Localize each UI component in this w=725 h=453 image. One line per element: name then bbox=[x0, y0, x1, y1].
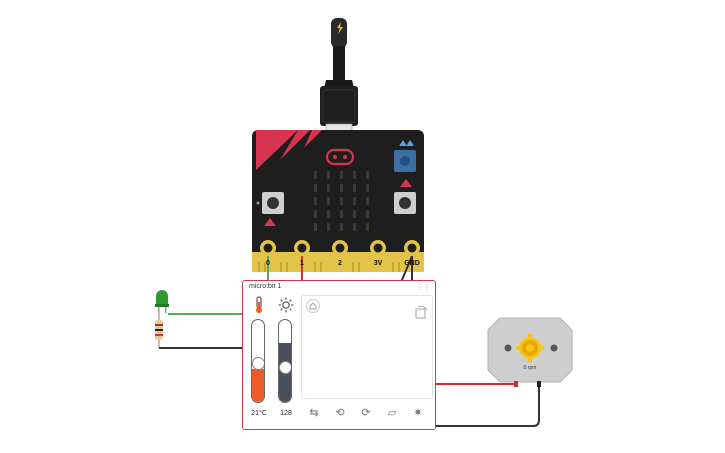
resistor[interactable] bbox=[155, 313, 163, 348]
button-a[interactable] bbox=[256, 192, 285, 226]
light-thumb[interactable] bbox=[279, 361, 291, 374]
green-led[interactable] bbox=[155, 290, 169, 313]
accelerometer-area[interactable] bbox=[301, 295, 433, 399]
temperature-thumb[interactable] bbox=[252, 357, 264, 370]
pin-2[interactable] bbox=[332, 240, 348, 256]
button-a-marker bbox=[264, 218, 276, 226]
light-slider[interactable] bbox=[278, 319, 292, 403]
reset-button[interactable] bbox=[394, 140, 416, 172]
temperature-slider[interactable] bbox=[251, 319, 265, 403]
simulator-panel[interactable]: micro:bit 1 ⋮⋮ 21°C 128 bbox=[242, 280, 436, 430]
temperature-fill bbox=[252, 369, 264, 402]
pin-3v[interactable] bbox=[370, 240, 386, 256]
drag-handle-icon[interactable]: ⋮⋮ bbox=[416, 283, 431, 292]
shake-gesture-icon[interactable]: ⇆ bbox=[309, 407, 319, 419]
dc-motor[interactable] bbox=[487, 317, 573, 387]
pin-label-0: 0 bbox=[266, 260, 270, 267]
button-b[interactable] bbox=[394, 179, 416, 214]
temperature-value: 21°C bbox=[251, 410, 267, 417]
pin-label-2: 2 bbox=[338, 260, 342, 267]
button-b-marker bbox=[400, 179, 412, 187]
rotate-icon[interactable] bbox=[412, 304, 430, 322]
tilt-left-icon[interactable]: ⟲ bbox=[335, 407, 345, 419]
thermometer-icon bbox=[256, 296, 262, 313]
pin-label-1: 1 bbox=[300, 260, 304, 267]
simulator-title: micro:bit 1 bbox=[249, 283, 282, 290]
pin-1[interactable] bbox=[294, 240, 310, 256]
pin-label-3v: 3V bbox=[373, 260, 383, 267]
sun-icon bbox=[278, 297, 294, 313]
face-up-icon[interactable]: ▱ bbox=[387, 407, 397, 419]
pin-0[interactable] bbox=[260, 240, 276, 256]
touch-logo[interactable] bbox=[325, 148, 355, 166]
led-matrix bbox=[314, 171, 369, 231]
edge-connector bbox=[252, 252, 424, 272]
motor-rpm-label: 0 rpm bbox=[523, 365, 537, 371]
light-value: 128 bbox=[280, 410, 292, 417]
lightning-icon bbox=[337, 22, 343, 34]
gear-icon bbox=[516, 334, 544, 362]
free-fall-icon[interactable]: ✷ bbox=[413, 407, 423, 419]
home-icon[interactable] bbox=[306, 299, 320, 313]
pin-gnd[interactable] bbox=[404, 240, 420, 256]
tilt-right-icon[interactable]: ⟳ bbox=[361, 407, 371, 419]
usb-cable bbox=[320, 18, 358, 135]
microbit-board[interactable] bbox=[252, 130, 424, 272]
pin-label-gnd: GND bbox=[404, 260, 420, 267]
usb-plug bbox=[320, 86, 358, 126]
